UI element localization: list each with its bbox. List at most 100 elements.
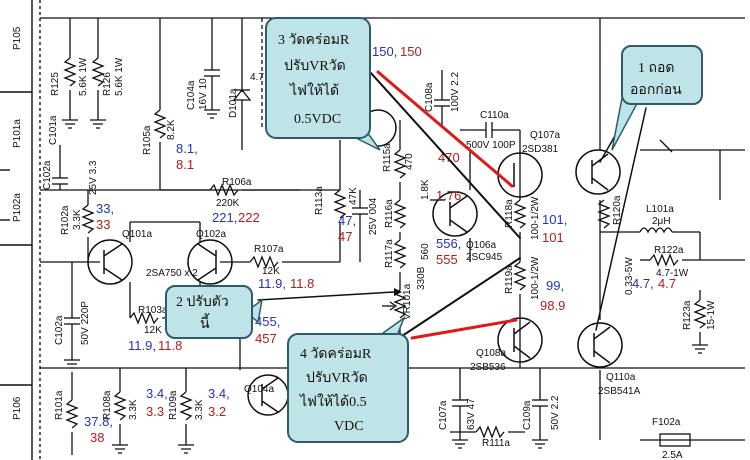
- callout-1: 1 ถอด ออกก่อน: [611, 45, 703, 151]
- transistor-q108a: [497, 317, 543, 363]
- pointer-c4: [395, 257, 521, 341]
- label-r109a-val: 3.3K: [194, 399, 205, 420]
- connector-label-p101a: P101a: [12, 119, 23, 148]
- label-c110a-val: 500V 100P: [466, 140, 516, 151]
- callout-4-line-3: ไฟให้ได้0.5: [299, 393, 367, 410]
- measure-221-red: 222: [238, 210, 260, 225]
- measure-top-blue: 150,: [372, 44, 397, 59]
- left-connector-strip: [0, 0, 41, 460]
- callout-2-box: [165, 285, 253, 339]
- measure-455-red: 457: [255, 331, 277, 346]
- measure-11-9-b-red: 11.8: [158, 338, 182, 353]
- measure-top-red: 150: [400, 44, 422, 59]
- label-q107a-type: 2SD381: [522, 144, 559, 155]
- label-r116a-val: 1.8K: [420, 179, 431, 200]
- label-r107a: R107a: [254, 244, 284, 255]
- measure-33-blue: 33,: [96, 201, 114, 216]
- label-r106a-val: 220K: [216, 198, 240, 209]
- label-r123a-val: 15-1W: [706, 300, 717, 330]
- label-r119a-val: 100-1/2W: [530, 256, 541, 300]
- label-c105a: 25V 004: [368, 197, 379, 235]
- measure-37-blue: 37.8,: [84, 414, 113, 429]
- label-r113a: R113a: [314, 186, 325, 215]
- transistor-q104a: [247, 374, 289, 416]
- connector-labels: P105 P101a P102a P106: [12, 26, 23, 420]
- transistor-symbols: [87, 109, 623, 416]
- label-r123a: R123a: [682, 300, 693, 330]
- label-r125: R125: [50, 72, 61, 96]
- label-r102a-val: 3.3K: [72, 209, 83, 230]
- label-r101a: R101a: [54, 390, 65, 420]
- callout-4-box: [287, 333, 409, 443]
- connector-label-p106: P106: [12, 396, 23, 420]
- label-top-snip: 4.7: [250, 72, 264, 83]
- label-c109a-val: 50V 2.2: [550, 395, 561, 430]
- callout-3-line-4: 0.5VDC: [294, 112, 341, 127]
- measure-3-4-a-red: 3.3: [146, 404, 164, 419]
- callout-1-tail: [611, 97, 642, 151]
- label-vr101a: VR101a: [402, 283, 413, 320]
- label-r122a: R122a: [654, 245, 684, 256]
- measure-4-7-blue: 4.7,: [632, 276, 654, 291]
- callout-3: 3 วัดคร่อมR ปรับVRวัด ไฟให้ได้ 0.5VDC: [265, 17, 381, 151]
- pointer-c2-arrowhead: [394, 288, 402, 296]
- label-c109a: C109a: [522, 400, 533, 430]
- label-r125-val: 5.6K 1W: [78, 57, 89, 96]
- label-r102a: R102a: [60, 205, 71, 235]
- callout-2: 2 ปรับตัว นี้: [165, 285, 264, 339]
- label-r111a: R111a: [482, 438, 510, 449]
- red-marker-bottom: [410, 318, 518, 340]
- pointer-c2: [257, 291, 395, 301]
- label-c101a: C102a: [42, 160, 53, 190]
- label-r107a-val: 12K: [262, 266, 280, 277]
- label-q102a-type: 2SA750 x 2: [146, 268, 198, 279]
- connector-label-p102a: P102a: [12, 193, 23, 222]
- label-f102a-val: 2.5A: [662, 450, 683, 460]
- measurement-labels: 150, 150 8.1, 8.1 221, 222 33, 33 11.9, …: [84, 44, 676, 445]
- label-r108a: R108a: [102, 390, 113, 420]
- measure-33-red: 33: [96, 217, 110, 232]
- label-r115a-val: 470: [404, 153, 415, 170]
- label-q102a: Q102a: [196, 229, 226, 240]
- measure-556-red: 555: [436, 252, 458, 267]
- label-vr101a-val: 330B: [416, 266, 427, 290]
- circuit-wiring: [40, 17, 745, 455]
- label-r115a: R115a: [382, 143, 393, 172]
- label-c101a-val: 25V 3.3: [88, 160, 99, 195]
- callout-3-line-2: ปรับVRวัด: [284, 59, 346, 74]
- measure-11-9-a-blue: 11.9,: [258, 276, 286, 291]
- transistor-q101a: [87, 239, 133, 285]
- label-c102a: C102a: [54, 315, 65, 345]
- label-q107a: Q107a: [530, 130, 560, 141]
- label-q104a: Q104a: [244, 384, 274, 395]
- pointer-c3: [369, 71, 521, 239]
- label-q110a: Q110a: [606, 372, 636, 383]
- measure-101-blue: 101,: [542, 212, 567, 227]
- transistor-q107a: [575, 149, 621, 195]
- callout-1-line-2: ออกก่อน: [630, 83, 682, 98]
- measure-1-76-red: 1.76: [436, 188, 461, 203]
- label-r118a-val: 100-1/2W: [530, 196, 541, 240]
- label-r106a: R106a: [222, 177, 252, 188]
- label-q101a: Q101a: [122, 229, 152, 240]
- label-r117a: R117a: [384, 239, 395, 268]
- label-r122a-val: 4.7-1W: [656, 268, 689, 279]
- label-q108a-type: 2SB536: [470, 362, 506, 373]
- measure-11-9-a-red: 11.8: [290, 276, 314, 291]
- component-labels: R125 5.6K 1W R126 5.6K 1W C104a 16V 10 D…: [42, 57, 717, 460]
- measure-3-4-a-blue: 3.4,: [146, 386, 168, 401]
- callout-1-box: [621, 45, 703, 105]
- label-r103a-val: 12K: [144, 325, 162, 336]
- label-c101a-ref: C101a: [48, 115, 59, 145]
- label-c102a-val: 50V 220P: [80, 301, 91, 345]
- measure-47-blue: 47,: [338, 213, 356, 228]
- label-c110a: C110a: [480, 110, 509, 121]
- label-r126: R126: [102, 72, 113, 96]
- measure-455-blue: 455,: [255, 314, 280, 329]
- label-r116a: R116a: [384, 199, 395, 228]
- label-c107a: C107a: [438, 400, 449, 430]
- red-marker-top: [376, 70, 514, 188]
- label-c107a-val: 63V 47: [466, 398, 477, 430]
- label-r105a: R105a: [142, 125, 153, 155]
- measure-556-blue: 556,: [436, 236, 461, 251]
